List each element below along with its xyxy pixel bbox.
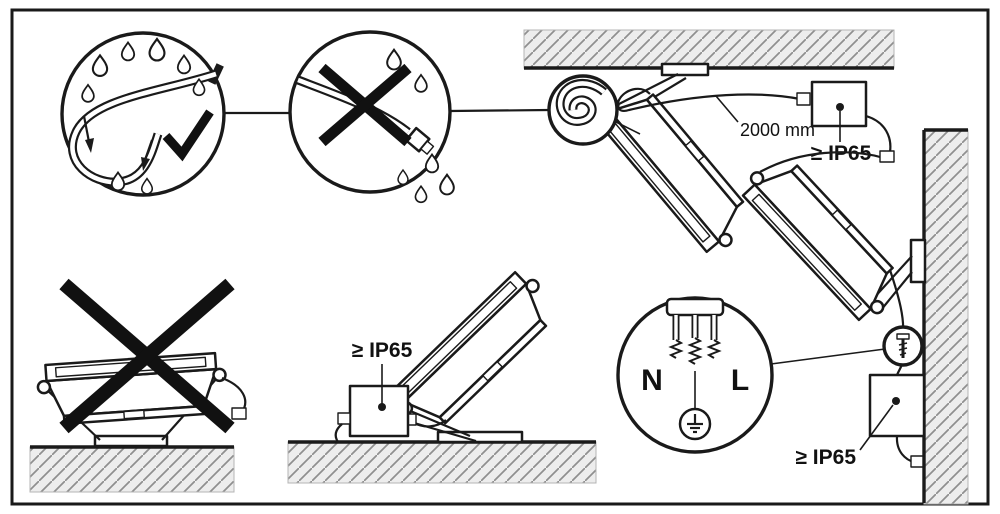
circle-link-line [449, 108, 550, 113]
flat-lamp-cable [221, 376, 247, 413]
flat-mount-forbidden [35, 278, 247, 448]
ground-left-surface [29, 445, 235, 493]
callout-dot [378, 403, 386, 411]
stand-foot [93, 434, 169, 448]
ground-middle-surface [287, 440, 597, 484]
stripped-wire-end [668, 339, 684, 359]
zoom-pointer-line [611, 119, 641, 135]
wall-lamp-down-cable [888, 269, 905, 333]
wire-neutral-label: N [641, 364, 663, 397]
screw-icon [896, 333, 910, 358]
wall-hatch [923, 129, 969, 505]
cable-connector [404, 126, 435, 155]
box-out-cable [865, 114, 892, 153]
wire-live-label: L [731, 364, 749, 397]
ip65-label-wall: ≥ IP65 [795, 446, 856, 469]
wall-surface [922, 128, 969, 505]
cable-sheath [665, 297, 725, 317]
tilted-mount-correct: ≥ IP65 [334, 264, 565, 444]
cross-icon [59, 278, 235, 434]
checkmark-icon [162, 109, 214, 162]
drip-loop-wrong-circle [288, 30, 455, 204]
wall-lamp-supply-cable [759, 151, 885, 173]
droplet-icon [439, 173, 455, 196]
ground-box-out-cable [334, 423, 343, 443]
drip-loop-correct-circle [60, 31, 226, 197]
droplet-icon [414, 185, 428, 204]
floodlight-wall [735, 146, 911, 328]
cable-length-label: 2000 mm [740, 120, 815, 140]
ip65-label-ceiling: ≥ IP65 [811, 142, 872, 165]
ceiling-cable [616, 87, 801, 112]
zoom-pointer-line [770, 348, 886, 365]
drip-loop-zoom [547, 74, 641, 146]
junction-box-ground [348, 384, 410, 438]
drip-loop-icon-core [557, 81, 606, 124]
callout-leader [859, 404, 894, 451]
flow-arrow [82, 115, 94, 153]
ground-middle-hatch [287, 441, 597, 484]
wiring-zoom: N L [616, 296, 886, 454]
dimension-leader [715, 95, 739, 123]
drip-loop-cable-core [70, 71, 217, 185]
cable-connector [231, 407, 247, 420]
callout-dot [892, 397, 900, 405]
ceiling-mount-plate [660, 62, 710, 77]
wall-mount-plate [909, 238, 927, 284]
ceiling-surface [523, 29, 895, 70]
ceiling-hatch [523, 29, 895, 69]
cable-connector [796, 92, 811, 106]
ceiling-floodlight-assembly: 2000 mm ≥ IP65 [590, 62, 892, 260]
cable-connector [910, 455, 924, 468]
flow-arrow [141, 139, 154, 171]
junction-box-wall [868, 373, 926, 438]
ip65-label-ground: ≥ IP65 [352, 339, 413, 362]
cable-connector [879, 150, 895, 163]
stripped-wire-end [706, 339, 722, 359]
callout-dot [836, 103, 844, 111]
stand-arm [407, 408, 471, 438]
page-border [10, 8, 990, 506]
wall-floodlight-assembly: ≥ IP65 [735, 146, 927, 469]
cross-icon [318, 63, 412, 147]
earth-ground-icon [678, 407, 712, 441]
stand-foot [436, 430, 524, 444]
cable-connector [337, 412, 351, 425]
ground-left-hatch [29, 446, 235, 493]
stripped-wire-end [687, 337, 703, 365]
